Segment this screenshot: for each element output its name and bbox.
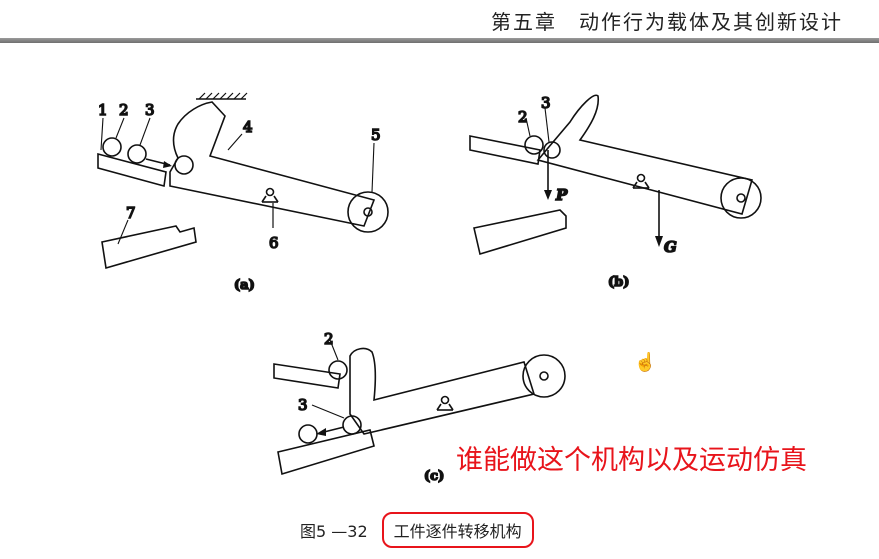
lever-b <box>536 94 754 215</box>
chute-c <box>273 363 341 389</box>
label-7: 7 <box>126 204 136 222</box>
pivot-part-6 <box>265 187 275 197</box>
red-annotation: 谁能做这个机构以及运动仿真 <box>456 445 807 476</box>
panel-b: 2 3 P G (b) <box>469 93 762 291</box>
workpiece-c-dropped <box>298 424 318 444</box>
wheel-c-pivot <box>539 371 549 381</box>
panel-a: 1 2 3 4 5 6 7 (a) <box>97 92 389 294</box>
chapter-title: 第五章 动作行为载体及其创新设计 <box>491 10 843 34</box>
workpiece-pushed <box>174 155 194 175</box>
hand-cursor-icon: ☝ <box>634 352 657 373</box>
lever-c <box>349 347 536 435</box>
header-rule <box>0 38 879 43</box>
workpiece-part-2 <box>102 137 122 157</box>
wheel-c <box>522 354 566 398</box>
chute-part-1 <box>97 152 167 188</box>
receiver-c <box>277 429 375 476</box>
force-g-arrow <box>655 236 663 247</box>
pivot-c <box>440 395 450 405</box>
caption-number: 图5 —32 <box>300 522 368 541</box>
label-b-2: 2 <box>518 108 528 126</box>
receiver-b <box>473 209 567 256</box>
sublabel-c: (c) <box>424 469 444 484</box>
label-b-3: 3 <box>541 94 551 112</box>
label-c-3: 3 <box>298 396 308 414</box>
sublabel-a: (a) <box>234 278 255 293</box>
wheel-b <box>720 177 762 219</box>
workpiece-c-2 <box>328 360 348 380</box>
page-header: 第五章 动作行为载体及其创新设计 <box>0 0 879 43</box>
chute-b <box>469 135 541 165</box>
caption-title-circled: 工件逐件转移机构 <box>381 512 534 548</box>
receiver-part-7 <box>101 225 197 270</box>
workpiece-part-3 <box>127 144 147 164</box>
wheel-part-5 <box>347 191 389 233</box>
label-4: 4 <box>243 118 253 136</box>
label-force-g: G <box>664 238 677 256</box>
figure-caption: 图5 —32 工件逐件转移机构 <box>300 512 534 548</box>
label-force-p: P <box>555 186 568 204</box>
label-c-2: 2 <box>324 330 334 348</box>
label-1: 1 <box>98 101 108 119</box>
label-3: 3 <box>145 101 155 119</box>
sublabel-b: (b) <box>608 275 629 290</box>
force-p-arrow <box>544 190 552 200</box>
workpiece-b-3 <box>543 141 561 159</box>
label-5: 5 <box>371 126 381 144</box>
lever-part-4 <box>169 101 376 227</box>
panel-c: 2 3 (c) <box>273 329 566 485</box>
pivot-b <box>636 173 646 183</box>
label-2: 2 <box>119 101 129 119</box>
wheel-b-pivot <box>736 193 746 203</box>
wheel-pivot <box>363 207 373 217</box>
workpiece-b-2 <box>524 135 544 155</box>
label-6: 6 <box>269 234 279 252</box>
